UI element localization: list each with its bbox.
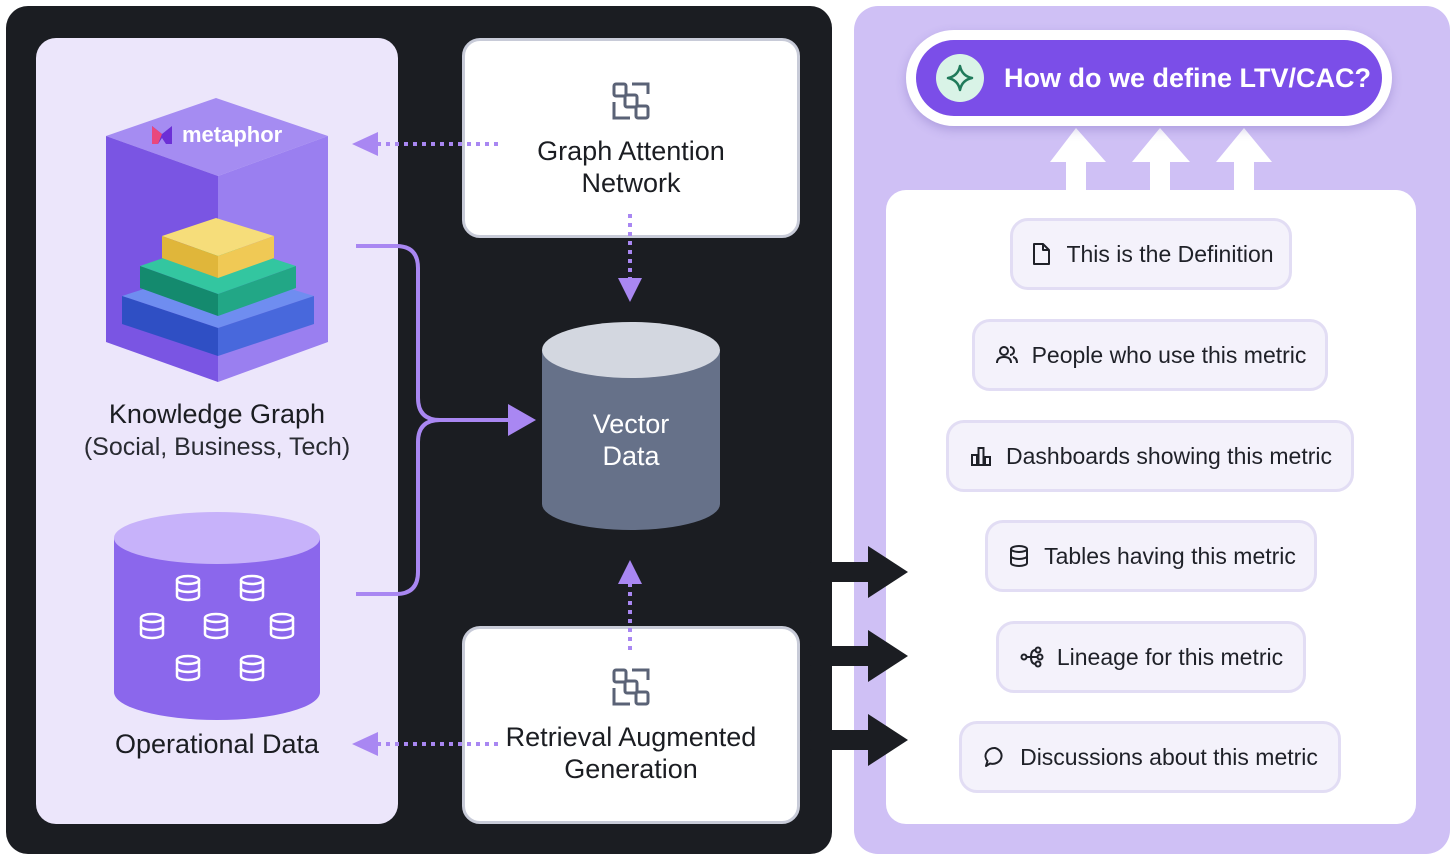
result-item-label: People who use this metric	[1031, 341, 1307, 368]
kg-to-vector-connector	[356, 244, 510, 422]
document-icon	[1033, 243, 1051, 265]
question-bar[interactable]: How do we define LTV/CAC?	[916, 40, 1382, 116]
database-icon	[1010, 545, 1029, 567]
people-icon	[995, 346, 1018, 364]
operational-data-cylinder	[114, 512, 320, 720]
operational-data-title: Operational Data	[114, 729, 320, 759]
rag-box: Retrieval Augmented Generation	[462, 626, 800, 824]
sparkle-icon	[946, 64, 974, 92]
output-arrows	[808, 546, 908, 766]
network-nodes-icon	[612, 668, 650, 706]
operational-to-vector-connector	[356, 418, 441, 596]
upward-arrows	[1050, 128, 1272, 192]
database-icons	[139, 574, 295, 682]
knowledge-graph-title: Knowledge Graph	[108, 399, 326, 429]
lineage-icon	[1020, 646, 1044, 668]
bar-chart-icon	[971, 447, 991, 466]
metaphor-logo-icon	[152, 126, 172, 144]
result-item-label: Tables having this metric	[1044, 542, 1296, 569]
result-item-tables[interactable]: Tables having this metric	[985, 520, 1317, 592]
arrow-head-down	[618, 278, 642, 302]
knowledge-graph-cube	[106, 98, 328, 382]
rag-title: Retrieval Augmented Generation	[505, 722, 757, 784]
chat-bubble-icon	[984, 747, 1003, 767]
arrow-head-left	[352, 132, 378, 156]
result-item-discussions[interactable]: Discussions about this metric	[959, 721, 1341, 793]
graph-attention-network-title: Graph Attention Network	[537, 136, 725, 198]
flow-connectors	[352, 132, 642, 756]
vector-data-title: Vector Data	[592, 409, 670, 471]
knowledge-graph-subtitle: (Social, Business, Tech)	[83, 433, 351, 461]
result-item-label: Lineage for this metric	[1056, 643, 1284, 670]
arrow-head-left	[352, 732, 378, 756]
result-item-definition[interactable]: This is the Definition	[1010, 218, 1292, 290]
graph-attention-network-box: Graph Attention Network	[462, 38, 800, 238]
brand-name: metaphor	[182, 122, 283, 147]
question-text: How do we define LTV/CAC?	[1004, 63, 1371, 93]
vector-data-cylinder	[542, 322, 720, 530]
network-nodes-icon	[612, 82, 650, 120]
result-item-label: Discussions about this metric	[1020, 743, 1318, 770]
question-pill[interactable]: How do we define LTV/CAC?	[906, 30, 1392, 126]
results-list-container	[886, 190, 1416, 824]
arrow-head-up	[618, 560, 642, 584]
result-item-label: This is the Definition	[1066, 240, 1274, 267]
result-item-label: Dashboards showing this metric	[1006, 442, 1332, 469]
arrow-head-right	[508, 404, 536, 436]
result-item-people[interactable]: People who use this metric	[972, 319, 1328, 391]
result-item-dashboards[interactable]: Dashboards showing this metric	[946, 420, 1354, 492]
sparkle-badge	[936, 54, 984, 102]
result-item-lineage[interactable]: Lineage for this metric	[996, 621, 1306, 693]
